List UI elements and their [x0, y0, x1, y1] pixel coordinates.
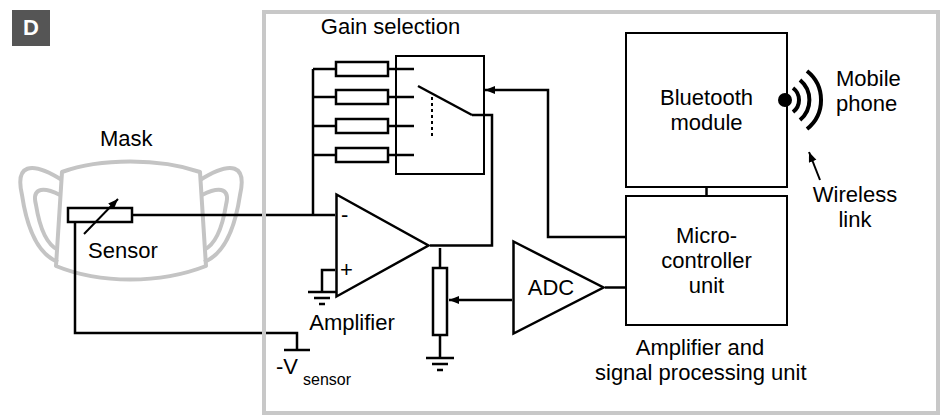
panel-letter-text: D [12, 10, 50, 46]
wire [313, 96, 336, 99]
ear-loop [20, 168, 62, 262]
mask-illustration [20, 162, 241, 280]
signal-name: -V [276, 354, 298, 379]
amplifier-label: Amplifier [306, 310, 398, 335]
amplifier-triangle: Amplifier [335, 193, 430, 298]
resistor-symbol [336, 119, 388, 133]
adc-label: ADC [520, 275, 582, 300]
switch-box: Gain selection [395, 55, 485, 175]
resistor-symbol [336, 90, 388, 104]
link-label: Wireless link [805, 182, 905, 233]
unit-title: Amplifier and signal processing unit [595, 335, 805, 386]
mask-body [56, 162, 206, 280]
sensor-resistor [68, 208, 132, 222]
switch-link [431, 97, 433, 136]
triangle-outline [335, 193, 430, 298]
wire [388, 68, 414, 71]
resistor-symbol [336, 62, 388, 76]
wire [322, 270, 335, 292]
device-label: Mobile phone [836, 66, 901, 117]
process-box: Micro- controller unit [625, 195, 788, 326]
ear-loop [202, 190, 227, 250]
gain-resistors [313, 62, 414, 162]
connector [485, 90, 625, 237]
switch-wiper [418, 86, 472, 115]
ground-symbol [426, 358, 454, 370]
connector [705, 188, 708, 195]
radio-waves [793, 71, 821, 129]
part-label: Mask [100, 126, 153, 151]
triangle-outline [337, 195, 429, 297]
box-heading: Gain selection [318, 14, 463, 39]
wire [388, 125, 414, 128]
wire [313, 125, 336, 128]
radio-wave [807, 71, 821, 129]
box-text: Micro- controller unit [627, 197, 786, 324]
wire [388, 154, 414, 157]
radio-wave [800, 80, 809, 120]
ground-symbol [308, 292, 336, 304]
potentiometer [433, 268, 447, 335]
connector [605, 286, 625, 289]
pin-sign: - [341, 202, 348, 227]
wire [388, 96, 414, 99]
triangle-outline [514, 242, 604, 334]
radio-wave [793, 88, 799, 112]
box-text: Bluetooth module [627, 34, 786, 186]
leader-arrow [809, 152, 820, 180]
wire [312, 69, 315, 215]
wire [313, 154, 336, 157]
wire [132, 214, 335, 217]
wiper-arrow [449, 299, 512, 302]
supply-terminal [284, 349, 310, 352]
connector [430, 115, 492, 246]
panel-letter: D [12, 10, 50, 46]
antenna-dot [778, 93, 792, 107]
pin-sign: + [340, 257, 353, 282]
module-box: Bluetooth module [625, 32, 788, 188]
adc-triangle: ADC [512, 240, 605, 335]
wire [313, 68, 336, 71]
signal-subscript: sensor [303, 371, 351, 389]
ear-loop [35, 190, 60, 250]
variable-arrow [84, 199, 118, 234]
part-label: Sensor [88, 238, 158, 263]
resistor-symbol [336, 148, 388, 162]
